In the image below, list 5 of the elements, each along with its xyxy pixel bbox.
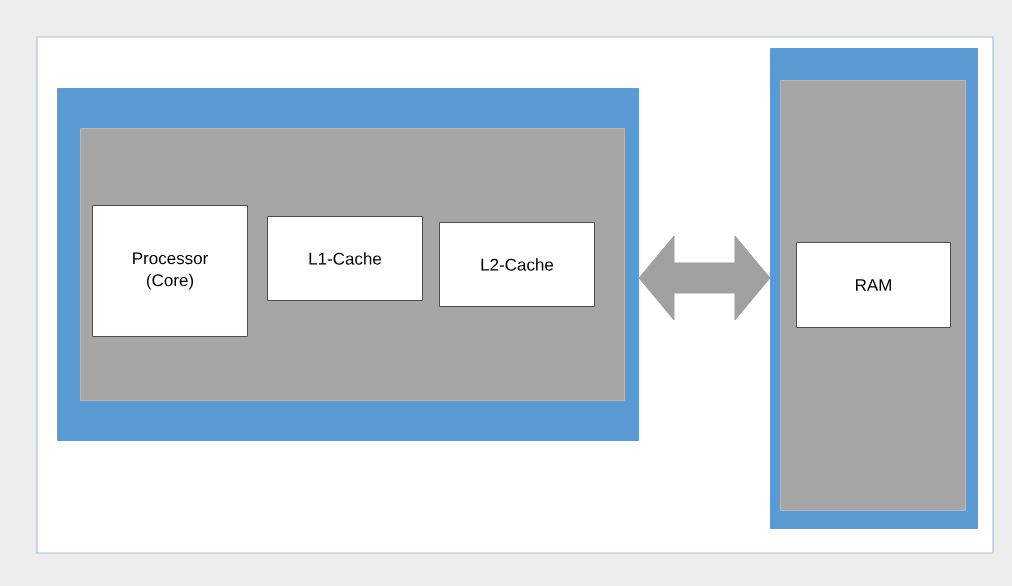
double-arrow — [638, 235, 771, 321]
component-box: L2-Cache — [439, 222, 595, 307]
component-box: Processor (Core) — [92, 205, 248, 337]
component-box: RAM — [796, 242, 951, 328]
component-box: L1-Cache — [267, 216, 423, 301]
